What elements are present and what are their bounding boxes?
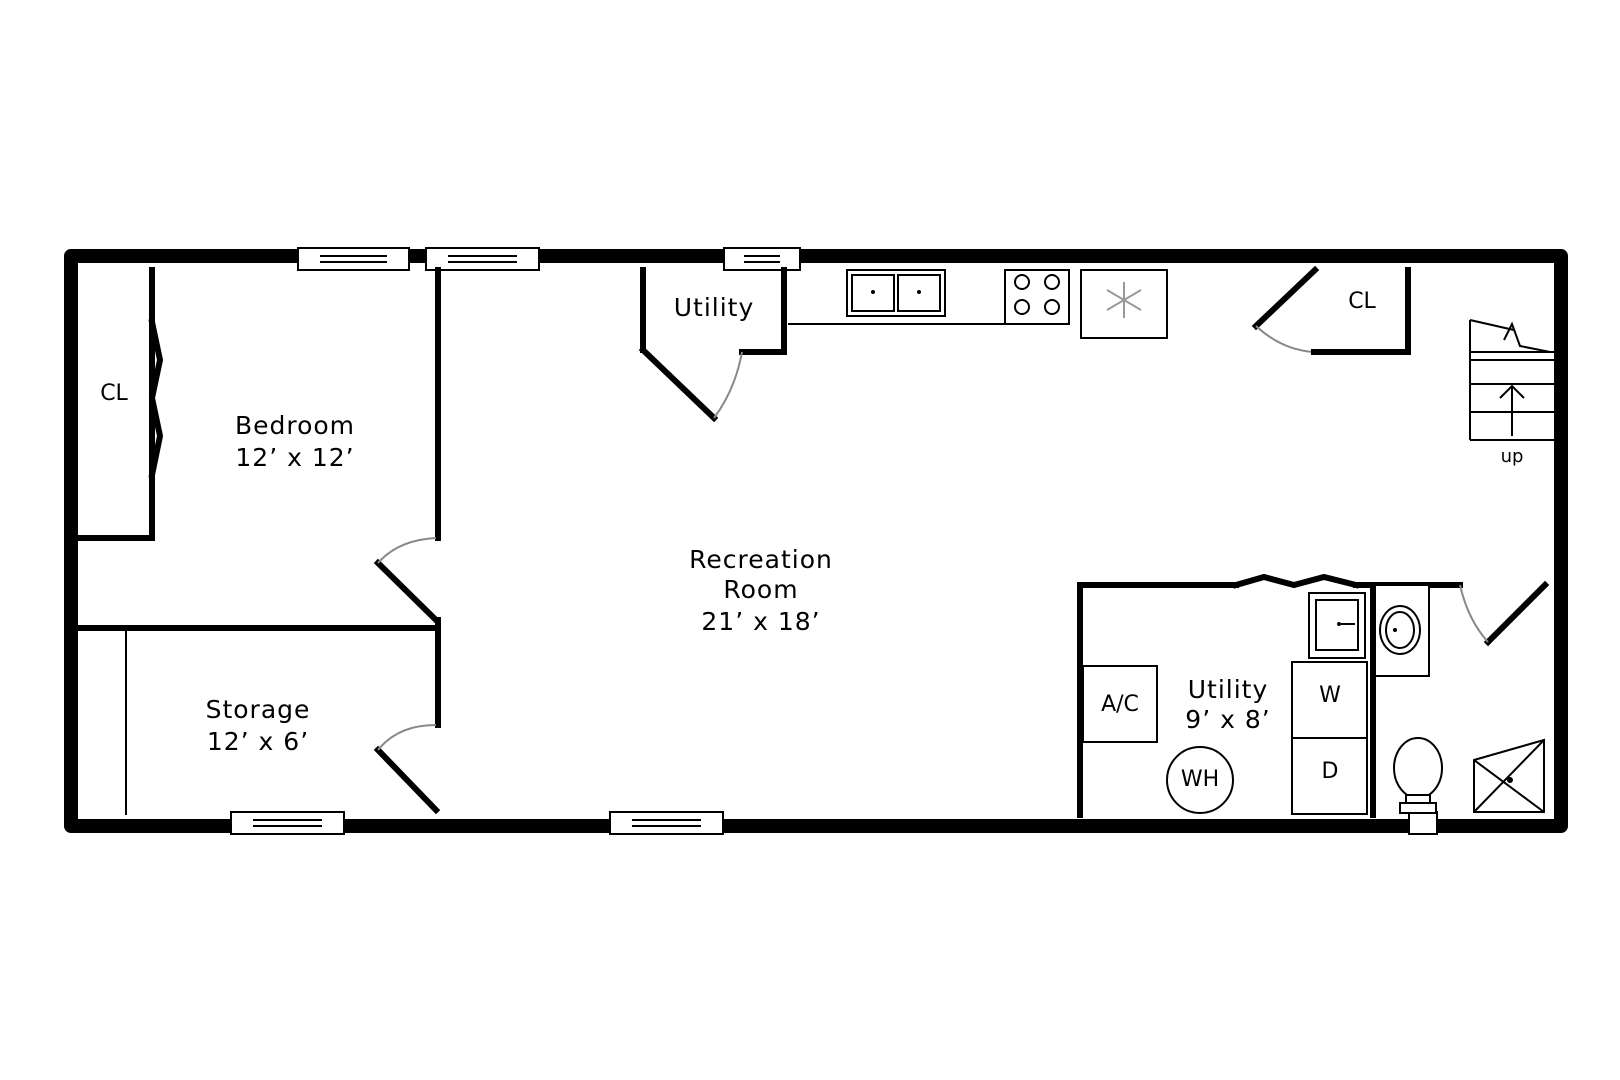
window-top-2 <box>425 247 540 271</box>
svg-text:Recreation: Recreation <box>689 545 833 574</box>
closet-label-right: CL <box>1348 289 1376 314</box>
utility-closet-label: Utility <box>674 293 755 322</box>
svg-text:21’ x 18’: 21’ x 18’ <box>701 607 820 636</box>
water-heater: WH <box>1166 746 1234 814</box>
bathroom-sink <box>1374 584 1430 677</box>
kitchen-sink <box>846 269 946 317</box>
svg-text:Storage: Storage <box>206 695 311 724</box>
utility-sink <box>1308 592 1366 659</box>
utility-room-wall <box>1077 582 1239 818</box>
storage-door <box>373 745 441 815</box>
closet-label-left: CL <box>100 381 128 406</box>
svg-text:Room: Room <box>723 575 798 604</box>
svg-text:WH: WH <box>1181 767 1219 792</box>
svg-text:A/C: A/C <box>1101 692 1139 717</box>
refrigerator <box>1080 269 1168 339</box>
exterior-wall <box>64 249 1568 833</box>
room-bedroom: Bedroom 12’ x 12’ <box>235 411 355 472</box>
svg-text:Bedroom: Bedroom <box>235 411 355 440</box>
svg-text:12’ x 6’: 12’ x 6’ <box>207 727 309 756</box>
window-bottom-1 <box>230 811 345 835</box>
svg-text:9’ x 8’: 9’ x 8’ <box>1185 705 1270 734</box>
shower <box>1473 738 1545 813</box>
utility-bifold <box>1232 573 1360 589</box>
toilet <box>1393 737 1443 814</box>
svg-text:W: W <box>1319 683 1341 708</box>
staircase <box>1469 319 1554 441</box>
window-top-3 <box>723 247 801 271</box>
svg-text:D: D <box>1322 759 1339 784</box>
room-recreation: Recreation Room 21’ x 18’ <box>689 545 833 636</box>
closet-right-wall <box>1251 265 1320 331</box>
svg-text:Utility: Utility <box>1188 675 1269 704</box>
svg-text:12’ x 12’: 12’ x 12’ <box>235 443 354 472</box>
ac-unit: A/C <box>1082 665 1158 743</box>
dryer: D <box>1291 737 1368 815</box>
stairs-up-label: up <box>1501 446 1524 467</box>
bifold-door <box>148 318 164 479</box>
window-bottom-3 <box>1408 811 1438 835</box>
stove <box>1004 269 1070 325</box>
bedroom-door <box>373 558 441 625</box>
window-bottom-2 <box>609 811 724 835</box>
room-storage: Storage 12’ x 6’ <box>206 695 311 756</box>
room-utility: Utility 9’ x 8’ <box>1185 675 1270 734</box>
window-top-1 <box>297 247 410 271</box>
bedroom-closet-wall <box>75 267 155 541</box>
washer: W <box>1291 661 1368 739</box>
